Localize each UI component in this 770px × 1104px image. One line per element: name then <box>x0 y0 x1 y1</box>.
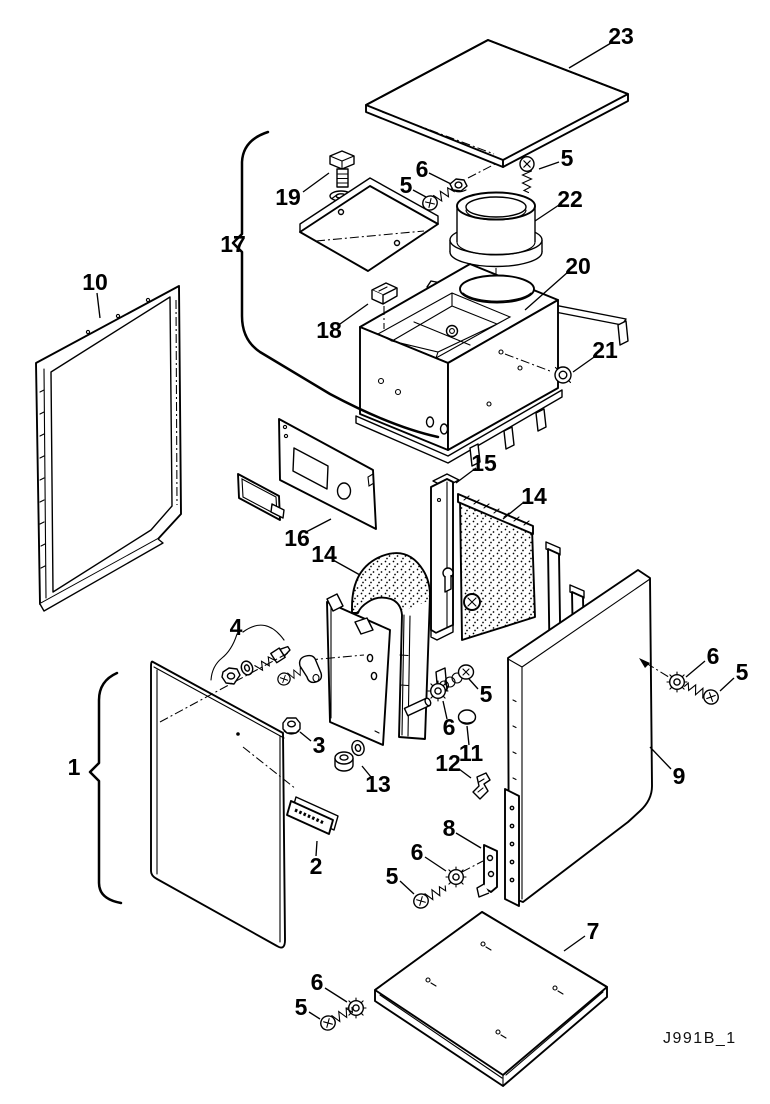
callout-21: 21 <box>592 337 618 363</box>
callout-5-top: 5 <box>400 172 413 198</box>
callout-20: 20 <box>565 253 591 279</box>
brace-17 <box>231 130 440 439</box>
callout-2: 2 <box>310 853 323 879</box>
figure-code: J991B_1 <box>663 1030 737 1047</box>
part-4-assembly <box>210 624 323 688</box>
part-22-collar <box>449 191 543 300</box>
callout-17: 17 <box>220 231 246 257</box>
callout-9: 9 <box>673 763 686 789</box>
part-2-nameplate <box>286 796 339 835</box>
callout-11: 11 <box>459 740 484 766</box>
brace-1 <box>88 671 123 905</box>
callout-7: 7 <box>587 918 600 944</box>
callout-5-top-right: 5 <box>561 145 574 171</box>
callout-3: 3 <box>313 732 326 758</box>
callout-1: 1 <box>68 754 81 780</box>
callout-5-bracket: 5 <box>386 863 399 889</box>
part-8-bracket <box>461 844 498 898</box>
callout-15: 15 <box>471 450 497 476</box>
callout-4: 4 <box>230 614 243 640</box>
callout-10: 10 <box>82 269 108 295</box>
callout-13: 13 <box>365 771 391 797</box>
callout-6-center: 6 <box>443 714 456 740</box>
part-10-panel <box>35 285 182 612</box>
part-16-plate <box>237 418 377 530</box>
part-12-clip <box>472 772 491 800</box>
callout-6-bottom: 6 <box>311 969 324 995</box>
part-18-clip <box>371 282 398 329</box>
part-11-cap <box>457 709 477 725</box>
callout-19: 19 <box>275 184 301 210</box>
center-screw-spring <box>427 664 475 702</box>
bracket-plate <box>299 177 439 272</box>
callout-18: 18 <box>316 317 342 343</box>
callout-6-right: 6 <box>707 643 720 669</box>
callout-14-left: 14 <box>311 541 337 567</box>
callout-16: 16 <box>284 525 310 551</box>
part-14-panel-right <box>457 493 536 641</box>
part-23-top-panel <box>365 39 629 168</box>
part-9-panel <box>507 569 673 903</box>
part-7-base <box>374 911 608 1087</box>
part-1-panel <box>150 651 297 949</box>
part-21-grommet <box>554 366 572 384</box>
callout-22: 22 <box>557 186 583 212</box>
callout-5-right: 5 <box>736 659 749 685</box>
part-13-grommets <box>334 739 365 772</box>
screw-5-top-right <box>505 155 535 194</box>
part-3-nut <box>282 717 301 735</box>
mounting-panel <box>308 593 391 746</box>
callout-14-right: 14 <box>521 483 547 509</box>
callout-5-center: 5 <box>480 681 493 707</box>
callout-23: 23 <box>608 23 634 49</box>
roll-pin <box>403 697 432 717</box>
callout-5-bottom: 5 <box>295 994 308 1020</box>
callout-6-bracket: 6 <box>411 839 424 865</box>
leader-lines <box>96 42 735 1020</box>
lower-post <box>504 788 520 907</box>
callout-12: 12 <box>435 750 461 776</box>
callout-8: 8 <box>443 815 456 841</box>
callout-6-top: 6 <box>416 156 429 182</box>
nut-6-top <box>449 162 498 193</box>
part-14-hood-left <box>351 552 431 740</box>
